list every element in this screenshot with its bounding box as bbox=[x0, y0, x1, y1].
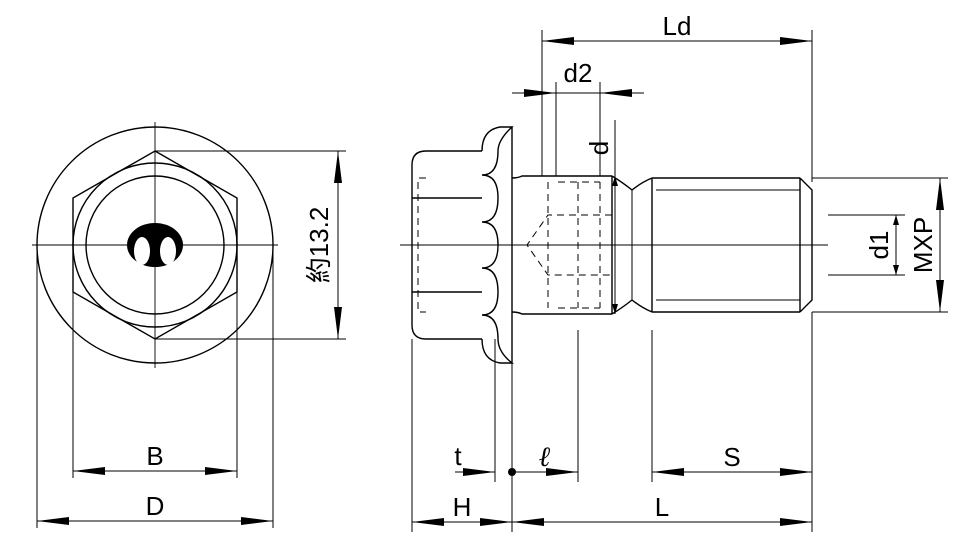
dim-label-l: L bbox=[655, 492, 669, 522]
dim-label-d-shank: d bbox=[584, 141, 614, 155]
side-view: Ld d2 d d1 MXP t ℓ bbox=[400, 11, 948, 532]
hex-head-hidden-line bbox=[417, 177, 426, 313]
drilled-hole-hidden bbox=[526, 214, 612, 276]
bearing-face-circle bbox=[85, 175, 225, 315]
fillet-bottom bbox=[511, 311, 542, 315]
dim-label-ld: Ld bbox=[663, 11, 692, 41]
dim-label-d: D bbox=[146, 491, 165, 521]
neck-groove-top bbox=[611, 175, 653, 191]
dim-label-mxp: MXP bbox=[908, 217, 938, 273]
hex-head-profile bbox=[411, 150, 482, 340]
dim-label-l-small: ℓ bbox=[538, 442, 551, 473]
dim-label-h: H bbox=[453, 492, 472, 522]
end-view: B D 約13.2 bbox=[32, 122, 346, 528]
fillet-top bbox=[511, 175, 542, 179]
hex-socket-mark-icon bbox=[127, 223, 183, 267]
thread-end-chamfer bbox=[799, 177, 813, 313]
dim-label-s: S bbox=[723, 442, 740, 472]
dim-label-d2: d2 bbox=[564, 58, 593, 88]
dim-label-d1: d1 bbox=[864, 231, 894, 260]
dim-label-b: B bbox=[146, 441, 163, 471]
neck-groove-bottom bbox=[611, 299, 653, 315]
dim-label-hex-across-flats: 約13.2 bbox=[304, 207, 334, 284]
hex-chamfer-circle bbox=[72, 162, 238, 328]
flange-profile bbox=[481, 126, 515, 364]
dim-label-t: t bbox=[454, 441, 462, 471]
